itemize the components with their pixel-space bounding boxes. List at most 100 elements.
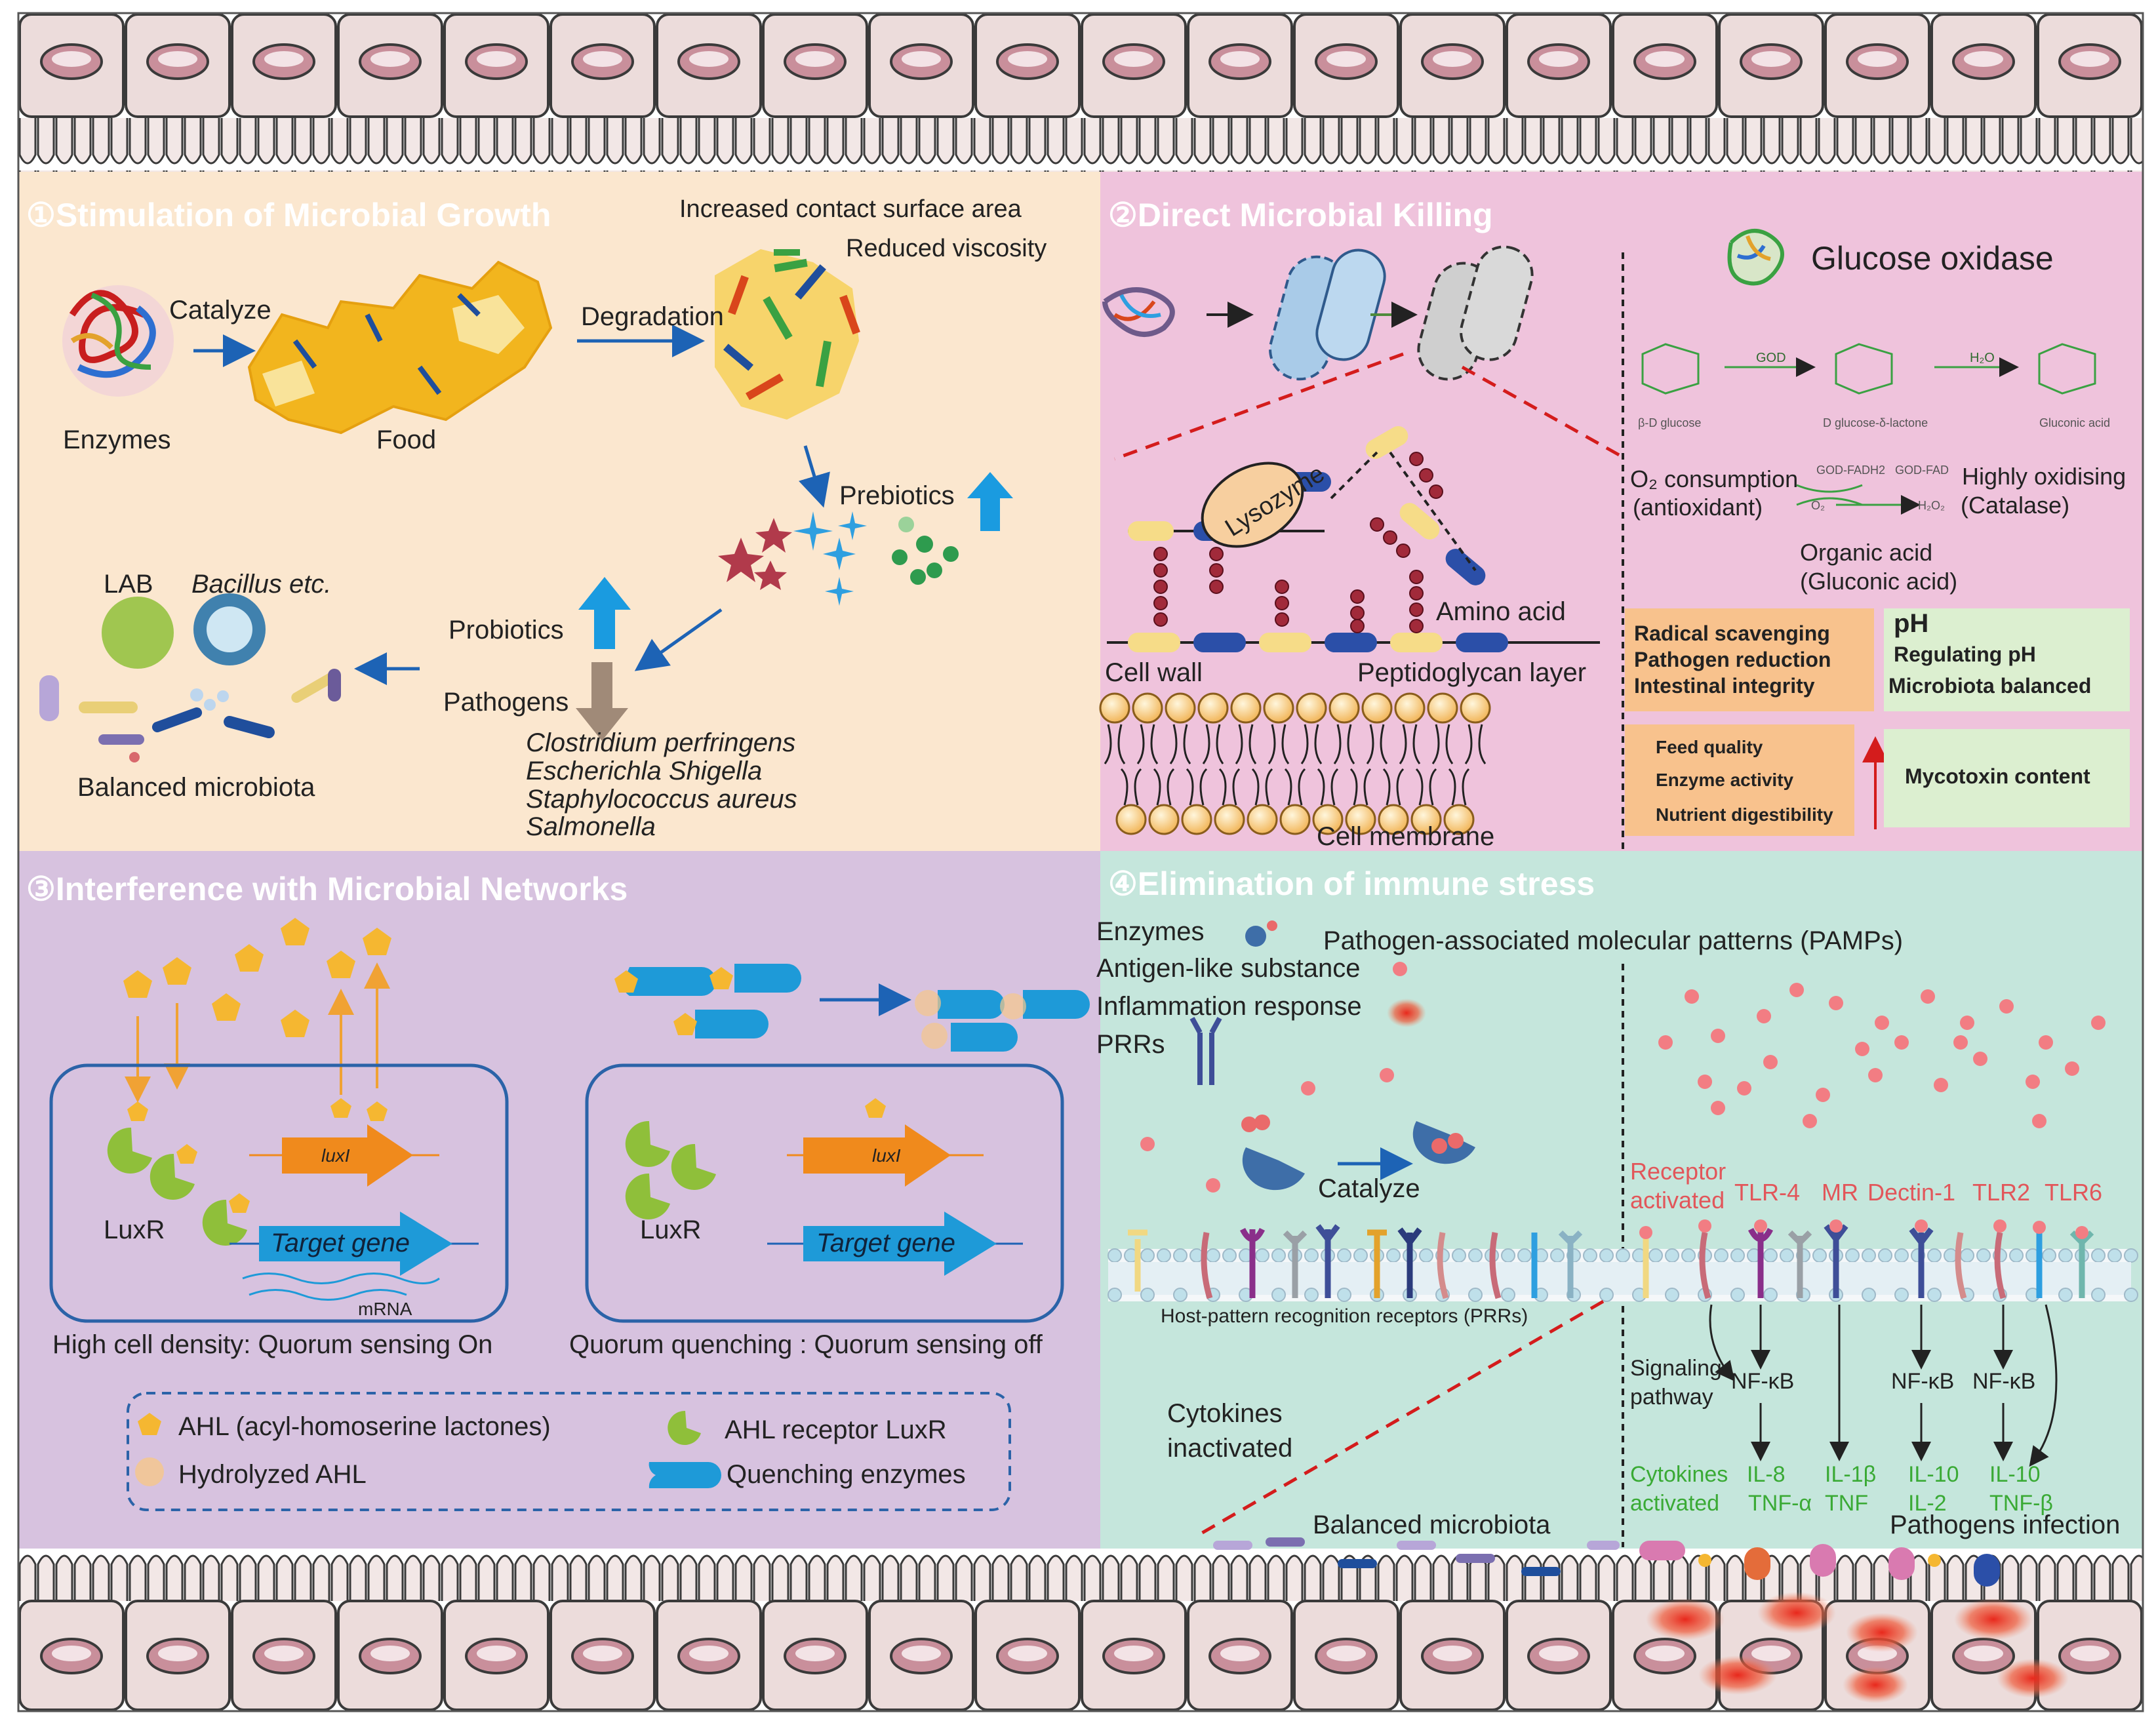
receptor-mr: MR — [1822, 1179, 1858, 1206]
receptor-tlr6: TLR6 — [2045, 1179, 2103, 1206]
caption-off: Quorum quenching : Quorum sensing off — [569, 1330, 1043, 1359]
catalyze-enzyme-icon — [1241, 1115, 1475, 1191]
food-particles-icon — [247, 260, 553, 435]
quenching-enzymes — [622, 964, 1090, 1052]
mycotoxin-box — [1884, 729, 2130, 827]
cytokines-inactivated-1: Cytokines — [1167, 1399, 1283, 1428]
panel-stimulation-bg — [18, 172, 1100, 851]
antioxidant-box — [1625, 608, 1874, 711]
box1-line1: Radical scavenging — [1634, 622, 1830, 645]
chem-godfad: GOD-FAD — [1895, 464, 1949, 477]
enzymes-legend: Enzymes — [1096, 917, 1205, 946]
antioxidant-label: (antioxidant) — [1633, 494, 1763, 521]
pathogen-2: Escherichla Shigella — [526, 757, 763, 785]
cytokines-activated-2: activated — [1630, 1491, 1720, 1516]
peptidoglycan-structure — [1107, 426, 1600, 652]
pamps-label: Pathogen-associated molecular patterns (… — [1323, 926, 1904, 955]
pathogen-1: Clostridium perfringens — [526, 728, 796, 757]
chem-god: GOD — [1756, 351, 1786, 365]
balanced-microbiota-p4: Balanced microbiota — [1313, 1511, 1551, 1539]
panel2-title: ②Direct Microbial Killing — [1108, 197, 1493, 233]
legend-receptor: AHL receptor LuxR — [725, 1415, 947, 1444]
feed-quality-box — [1625, 724, 1854, 836]
cell-membrane-label: Cell membrane — [1317, 822, 1495, 851]
mrna-label: mRNA — [358, 1299, 412, 1319]
viscosity-label: Reduced viscosity — [846, 235, 1047, 262]
glucose-reaction-diagram — [1641, 343, 2096, 515]
bacillus-label: Bacillus etc. — [191, 570, 332, 599]
box2-line2: Microbiota balanced — [1888, 674, 2092, 698]
ph-label: pH — [1894, 609, 1929, 638]
cyto2-a: IL-1β — [1825, 1462, 1877, 1487]
luxi-label-off: luxI — [872, 1145, 901, 1166]
prr-receptors — [1128, 1224, 2094, 1299]
catalyze-label: Catalyze — [169, 296, 271, 325]
highly-oxidising-label: Highly oxidising — [1962, 463, 2126, 490]
prebiotics-icon — [718, 511, 959, 606]
chem-bdglucose: β-D glucose — [1638, 416, 1702, 429]
degradation-label: Degradation — [581, 302, 724, 331]
cell-wall-label: Cell wall — [1105, 658, 1203, 687]
cyto1-a: IL-8 — [1747, 1462, 1786, 1487]
legend-hydrolyzed: Hydrolyzed AHL — [178, 1460, 367, 1489]
pathogens-infection-label: Pathogens infection — [1890, 1511, 2121, 1539]
mycotoxin-label: Mycotoxin content — [1905, 764, 2090, 788]
box3-line2: Enzyme activity — [1656, 770, 1794, 790]
luxi-label-on: luxI — [321, 1145, 350, 1166]
enzymes-label: Enzymes — [63, 425, 171, 454]
legend-quenching: Quenching enzymes — [727, 1460, 966, 1489]
chem-lactone: D glucose-δ-lactone — [1823, 416, 1928, 429]
chem-o2: O₂ — [1811, 499, 1825, 512]
box1-line2: Pathogen reduction — [1634, 648, 1831, 671]
pathogen-3: Staphylococcus aureus — [526, 785, 797, 814]
signaling-1: Signaling — [1630, 1356, 1722, 1381]
target-gene-label-off: Target gene — [816, 1229, 956, 1257]
receptor-activated-1: Receptor — [1630, 1158, 1727, 1185]
o2-consumption-label: O₂ consumption — [1630, 465, 1799, 492]
luxr-label-on: LuxR — [104, 1215, 165, 1244]
ph-box — [1884, 608, 2130, 711]
cyto3-a: IL-10 — [1908, 1462, 1959, 1487]
degraded-food-icon — [715, 249, 860, 420]
peptidoglycan-label: Peptidoglycan layer — [1357, 658, 1587, 687]
nfkb-3: NF-κB — [1972, 1369, 2036, 1394]
prebiotics-label: Prebiotics — [839, 481, 955, 510]
chem-godfadh2: GOD-FADH2 — [1816, 464, 1886, 477]
cyto3-b: IL-2 — [1908, 1491, 1947, 1516]
luxr-label-off: LuxR — [640, 1215, 702, 1244]
glucose-oxidase-structure-icon — [1727, 229, 1784, 286]
probiotics-label: Probiotics — [449, 616, 564, 644]
signaling-2: pathway — [1630, 1385, 1713, 1410]
cell-membrane-bilayer — [1099, 692, 1491, 835]
cytokines-activated-1: Cytokines — [1630, 1462, 1728, 1487]
cyto4-b: TNF-β — [1989, 1491, 2053, 1516]
panel3-title: ③Interference with Microbial Networks — [26, 871, 628, 907]
cyto2-b: TNF — [1825, 1491, 1869, 1516]
inflammation-spots — [1646, 1592, 2069, 1703]
bottom-microbiota — [1213, 1537, 2000, 1587]
chem-h2o: H₂O — [1970, 351, 1995, 365]
luxr-receptors-on — [107, 1127, 247, 1246]
host-prrs-label: Host-pattern recognition receptors (PRRs… — [1161, 1305, 1528, 1327]
lab-label: LAB — [104, 570, 153, 599]
prrs-legend: PRRs — [1096, 1030, 1165, 1059]
gluconic-acid-label: (Gluconic acid) — [1800, 568, 1958, 595]
box1-line3: Intestinal integrity — [1634, 674, 1815, 698]
balanced-microbiota-icon — [39, 593, 341, 762]
chem-gluconic: Gluconic acid — [2039, 416, 2111, 429]
amino-acid-label: Amino acid — [1436, 597, 1566, 626]
cyto1-b: TNF-α — [1748, 1491, 1812, 1516]
lysozyme-enzyme-icon — [1102, 287, 1175, 337]
pathogen-4: Salmonella — [526, 812, 656, 841]
catalase-label: (Catalase) — [1961, 492, 2070, 519]
panel1-title: ①Stimulation of Microbial Growth — [26, 197, 551, 233]
cyto4-a: IL-10 — [1989, 1462, 2041, 1487]
contact-area-label: Increased contact surface area — [679, 195, 1022, 223]
ahl-molecules — [123, 918, 391, 1037]
receptor-tlr2: TLR2 — [1972, 1179, 2031, 1206]
box3-line3: Nutrient digestibility — [1656, 804, 1833, 825]
receptor-tlr4: TLR-4 — [1734, 1179, 1801, 1206]
pathogens-label: Pathogens — [443, 688, 569, 717]
caption-on: High cell density: Quorum sensing On — [52, 1330, 493, 1359]
